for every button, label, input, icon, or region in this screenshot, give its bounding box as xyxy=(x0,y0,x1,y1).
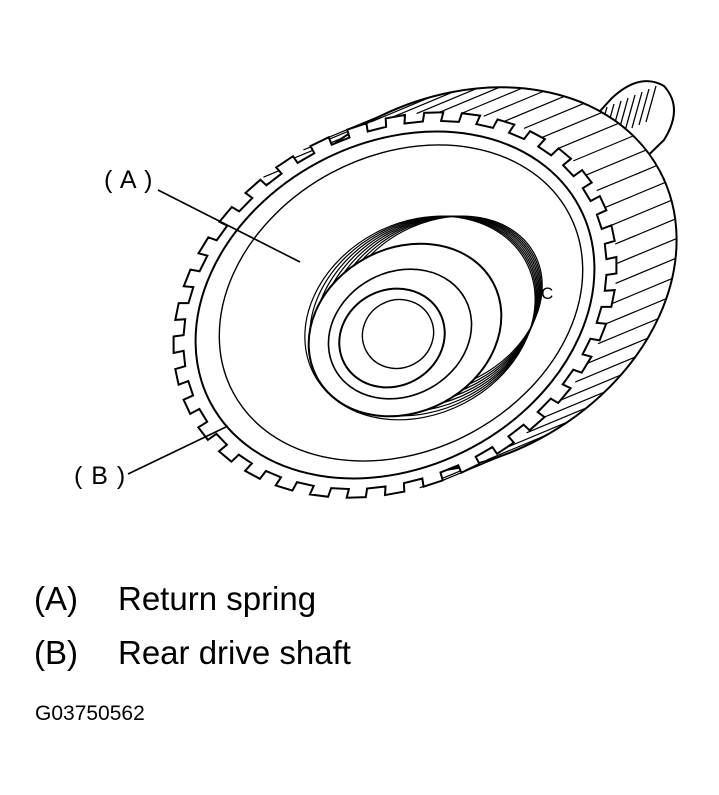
shaft-spline xyxy=(631,91,643,129)
legend-item-return-spring: (A) Return spring xyxy=(34,580,316,618)
callout-c-label: C xyxy=(541,284,553,303)
drum-rib xyxy=(523,102,585,129)
hub-outer-ring xyxy=(327,268,473,400)
drum-rib xyxy=(544,391,605,418)
drum-inner-wall xyxy=(218,144,584,462)
hub-inner-edge xyxy=(361,298,435,370)
drum-rib xyxy=(587,337,648,364)
shaft-spline xyxy=(638,88,650,126)
drum-rib xyxy=(506,421,568,448)
legend-key: (B) xyxy=(34,634,78,671)
drum-rib xyxy=(439,86,500,113)
drum-rib xyxy=(616,237,677,265)
drum-rib xyxy=(611,278,673,305)
drum-rib xyxy=(605,181,666,208)
drum-rib xyxy=(461,87,523,114)
callout-a-label: ( A ) xyxy=(104,166,154,194)
drum-rib xyxy=(541,111,603,138)
drum-rib xyxy=(596,165,658,192)
drum-rib xyxy=(526,407,587,434)
legend-item-rear-drive-shaft: (B) Rear drive shaft xyxy=(34,634,351,672)
return-spring xyxy=(304,215,543,421)
drum-rib xyxy=(393,91,454,118)
drum-rib xyxy=(611,199,672,226)
drum-rib xyxy=(606,298,667,325)
figure-id: G03750562 xyxy=(35,702,145,725)
shaft-spline xyxy=(624,94,636,132)
drum-rib xyxy=(416,87,477,115)
assembly-illustration: C xyxy=(127,80,678,499)
legend-key: (A) xyxy=(34,580,78,617)
shaft-spline xyxy=(645,85,657,123)
drum-rib xyxy=(560,374,621,401)
drum-rib xyxy=(573,135,634,162)
leader-line-b xyxy=(127,425,229,475)
callout-b-label: ( B ) xyxy=(74,462,127,490)
legend-label: Return spring xyxy=(118,580,317,617)
drum-rib xyxy=(614,218,676,245)
drum-rib xyxy=(585,149,647,176)
drum-rib xyxy=(486,434,547,461)
drum-rib xyxy=(558,122,619,149)
drum-rib xyxy=(370,96,431,123)
spring-coil xyxy=(304,215,536,421)
hub-bore xyxy=(338,287,446,389)
drum-rib xyxy=(615,257,676,284)
leader-line-a xyxy=(157,189,301,263)
drum-rib xyxy=(574,356,636,383)
drum-rib xyxy=(483,90,544,117)
drum-rib xyxy=(504,95,565,122)
legend-label: Rear drive shaft xyxy=(118,634,351,671)
drum-rib xyxy=(597,318,659,345)
